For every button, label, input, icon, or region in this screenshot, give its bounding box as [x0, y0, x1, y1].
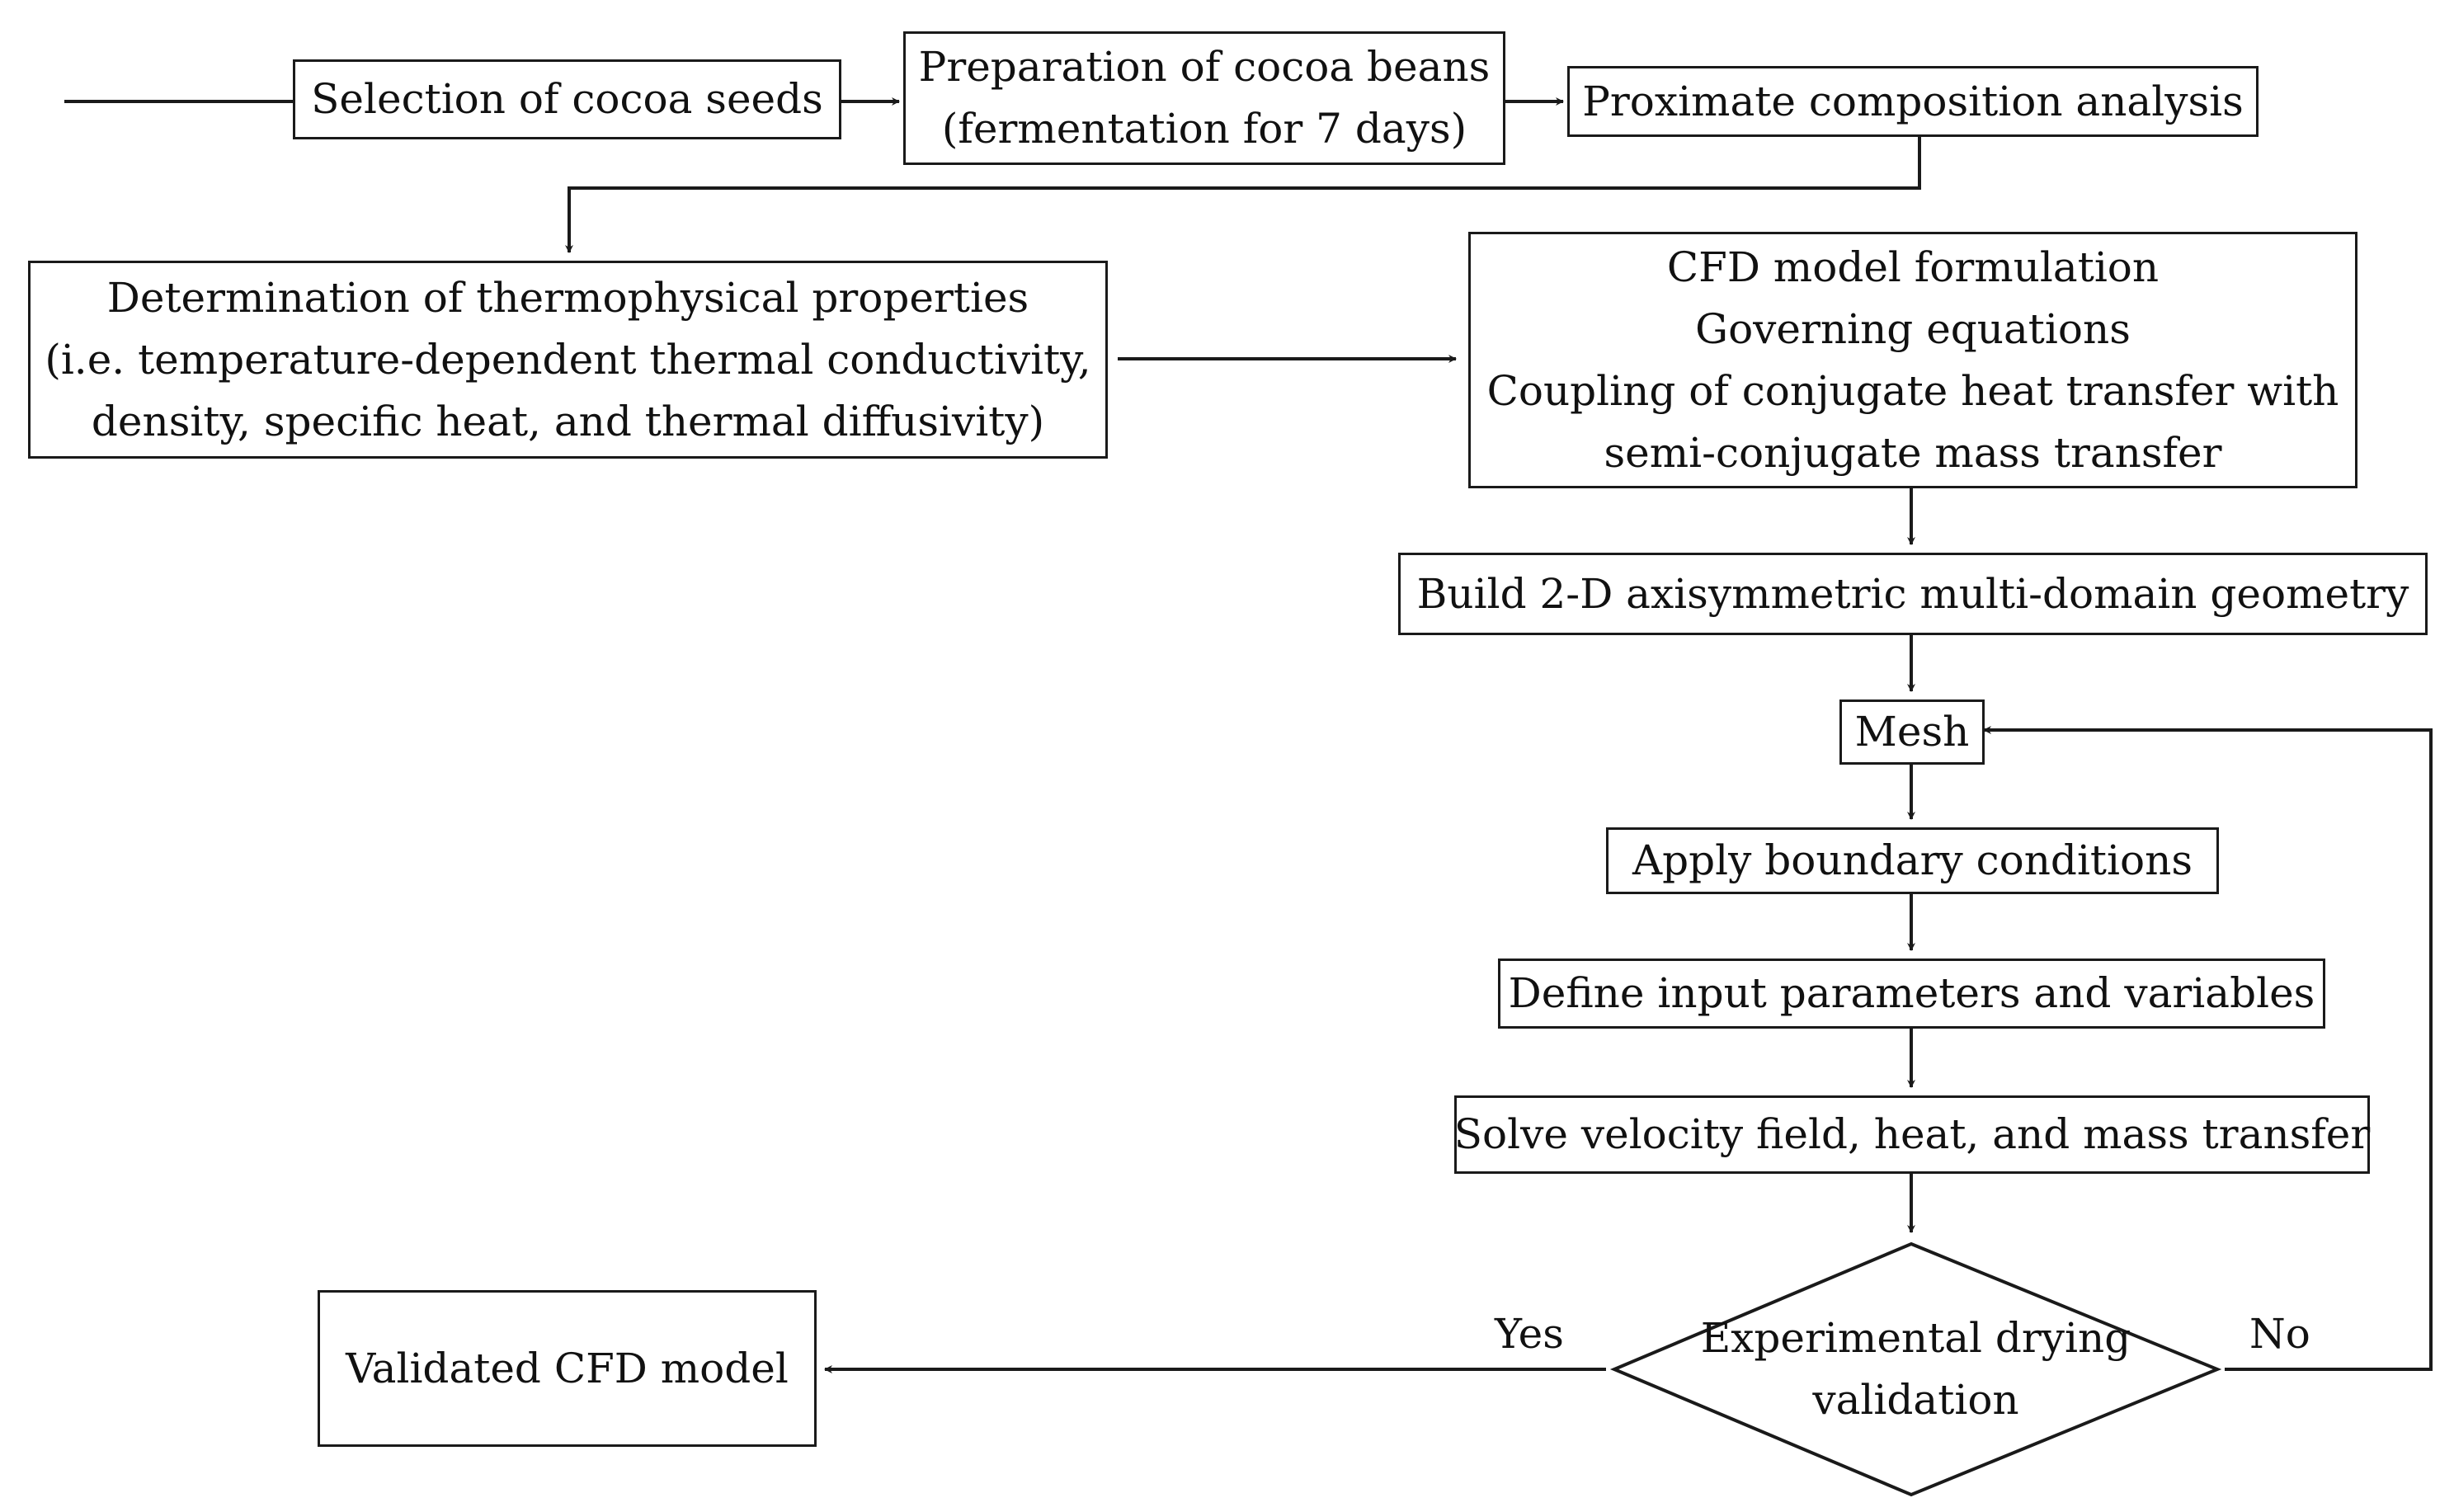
build-geometry-box: Build 2-D axisymmetric multi-domain geom…: [1398, 553, 2428, 635]
mesh-label: Mesh: [1854, 708, 1970, 756]
selection-label: Selection of cocoa seeds: [311, 75, 823, 123]
cfd-line-4: semi-conjugate mass transfer: [1604, 428, 2222, 477]
yes-edge-label: Yes: [1495, 1310, 1564, 1358]
cfd-line-1: CFD model formulation: [1666, 243, 2160, 291]
cfd-model-formulation-box: CFD model formulation Governing equation…: [1468, 232, 2357, 488]
thermo-line-2: (i.e. temperature-dependent thermal cond…: [45, 335, 1091, 384]
boundary-label: Apply boundary conditions: [1632, 836, 2193, 884]
geometry-label: Build 2-D axisymmetric multi-domain geom…: [1416, 569, 2409, 618]
define-input-parameters-box: Define input parameters and variables: [1498, 959, 2325, 1029]
proximate-label: Proximate composition analysis: [1582, 77, 2244, 125]
decision-label: Experimental drying validation: [1614, 1287, 2217, 1452]
preparation-line-2: (fermentation for 7 days): [941, 105, 1467, 153]
arrow-proximate-to-thermo: [565, 135, 1921, 253]
proximate-composition-analysis-box: Proximate composition analysis: [1567, 66, 2259, 137]
validated-label: Validated CFD model: [346, 1344, 789, 1392]
thermo-line-1: Determination of thermophysical properti…: [106, 273, 1029, 322]
solve-transfer-box: Solve velocity field, heat, and mass tra…: [1454, 1095, 2370, 1174]
preparation-line-1: Preparation of cocoa beans: [918, 43, 1491, 91]
decision-diamond: [1609, 1241, 2222, 1497]
decision-line-1: Experimental drying: [1700, 1314, 2131, 1362]
mesh-box: Mesh: [1839, 699, 1985, 765]
validated-cfd-model-box: Validated CFD model: [318, 1290, 817, 1447]
selection-of-cocoa-seeds-box: Selection of cocoa seeds: [293, 59, 841, 139]
thermo-line-3: density, specific heat, and thermal diff…: [91, 397, 1045, 445]
decision-line-2: validation: [1812, 1376, 2019, 1424]
cfd-line-3: Coupling of conjugate heat transfer with: [1486, 366, 2339, 415]
arrow-decision-no-to-mesh: [1983, 726, 2433, 1371]
preparation-of-cocoa-beans-box: Preparation of cocoa beans (fermentation…: [903, 31, 1505, 165]
apply-boundary-conditions-box: Apply boundary conditions: [1606, 827, 2219, 894]
thermophysical-properties-box: Determination of thermophysical properti…: [28, 261, 1108, 459]
no-edge-label: No: [2249, 1310, 2310, 1358]
inputs-label: Define input parameters and variables: [1508, 969, 2315, 1017]
cfd-line-2: Governing equations: [1695, 304, 2131, 353]
solve-label: Solve velocity field, heat, and mass tra…: [1453, 1110, 2371, 1158]
